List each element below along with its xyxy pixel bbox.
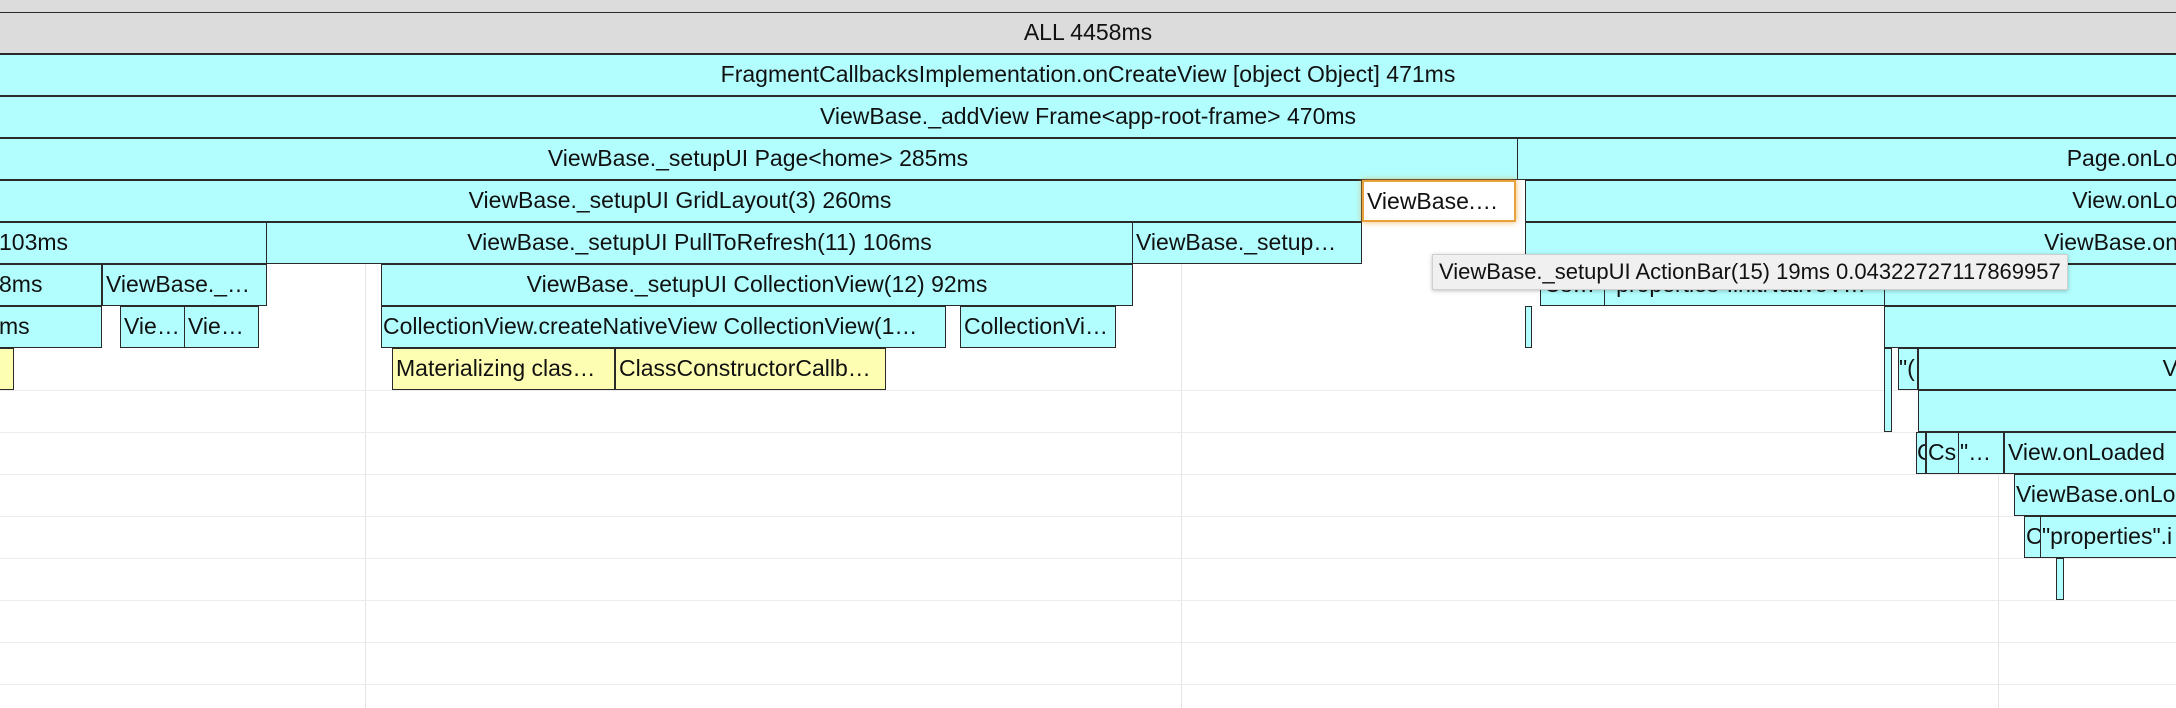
frame-materializing-class[interactable]: Materializing clas… xyxy=(392,348,615,390)
frame-103ms[interactable]: 103ms xyxy=(0,222,268,264)
frame-view-onloaded-2[interactable]: View.onLoaded xyxy=(2004,432,2176,474)
frame-collectionview-createnativeview[interactable]: CollectionView.createNativeView Collecti… xyxy=(381,306,946,348)
frame-native-sliver[interactable] xyxy=(0,348,14,390)
frame-setupui-truncated[interactable]: ViewBase._setup… xyxy=(1132,222,1362,264)
frame-collectionvi-truncated[interactable]: CollectionVi… xyxy=(960,306,1116,348)
frame-quote-truncated[interactable]: "( xyxy=(1898,348,1918,390)
frame-properties-i[interactable]: "properties".i xyxy=(2040,516,2176,558)
row-line xyxy=(0,600,2176,601)
frame-v-truncated[interactable]: V xyxy=(1918,348,2176,390)
frame-view-onloaded[interactable]: View.onLo xyxy=(1525,180,2176,222)
frame-sliver-2[interactable] xyxy=(1884,348,1892,432)
frame-cs-small[interactable]: Cs xyxy=(1926,432,1960,474)
frame-page-onloaded[interactable]: Page.onLo xyxy=(1517,138,2176,180)
frame-c-small[interactable]: C xyxy=(1916,432,1926,474)
time-gridline xyxy=(1181,0,1182,708)
row-line xyxy=(0,390,2176,391)
frame-sliver[interactable] xyxy=(1525,306,1532,348)
frame-vie-1[interactable]: Vie… xyxy=(120,306,186,348)
frame-vie-2[interactable]: Vie… xyxy=(184,306,259,348)
frame-quote-ellipsis[interactable]: "… xyxy=(1958,432,2004,474)
frame-setupui-pulltorefresh[interactable]: ViewBase._setupUI PullToRefresh(11) 106m… xyxy=(266,222,1133,264)
row-line xyxy=(0,642,2176,643)
frame-8ms[interactable]: 8ms xyxy=(0,264,102,306)
frame-addview-app-root-frame[interactable]: ViewBase._addView Frame<app-root-frame> … xyxy=(0,96,2176,138)
frame-setupui-collectionview[interactable]: ViewBase._setupUI CollectionView(12) 92m… xyxy=(381,264,1133,306)
frame-setupui-gridlayout[interactable]: ViewBase._setupUI GridLayout(3) 260ms xyxy=(0,180,1362,222)
row-line xyxy=(0,474,2176,475)
frame-fragment-oncreateview[interactable]: FragmentCallbacksImplementation.onCreate… xyxy=(0,54,2176,96)
frame-all[interactable]: ALL 4458ms xyxy=(0,12,2176,54)
frame-row9-wide[interactable] xyxy=(1918,390,2176,432)
frame-ms[interactable]: ms xyxy=(0,306,102,348)
frame-viewbase-onlo[interactable]: ViewBase.onLo xyxy=(2014,474,2176,516)
time-gridline xyxy=(365,0,366,708)
frame-setupui-page-home[interactable]: ViewBase._setupUI Page<home> 285ms xyxy=(0,138,1518,180)
frame-tooltip: ViewBase._setupUI ActionBar(15) 19ms 0.0… xyxy=(1432,254,2068,290)
row-line xyxy=(0,432,2176,433)
row-line xyxy=(0,516,2176,517)
frame-c-tiny[interactable]: C xyxy=(2024,516,2044,558)
frame-sliver-3[interactable] xyxy=(2056,558,2064,600)
frame-row7-wide[interactable] xyxy=(1884,306,2176,348)
frame-classconstructorcallback[interactable]: ClassConstructorCallb… xyxy=(615,348,886,390)
row-line xyxy=(0,558,2176,559)
frame-setupui-actionbar-selected[interactable]: ViewBase._… xyxy=(1362,180,1516,222)
frame-viewbase-truncated[interactable]: ViewBase._… xyxy=(102,264,267,306)
row-line xyxy=(0,684,2176,685)
